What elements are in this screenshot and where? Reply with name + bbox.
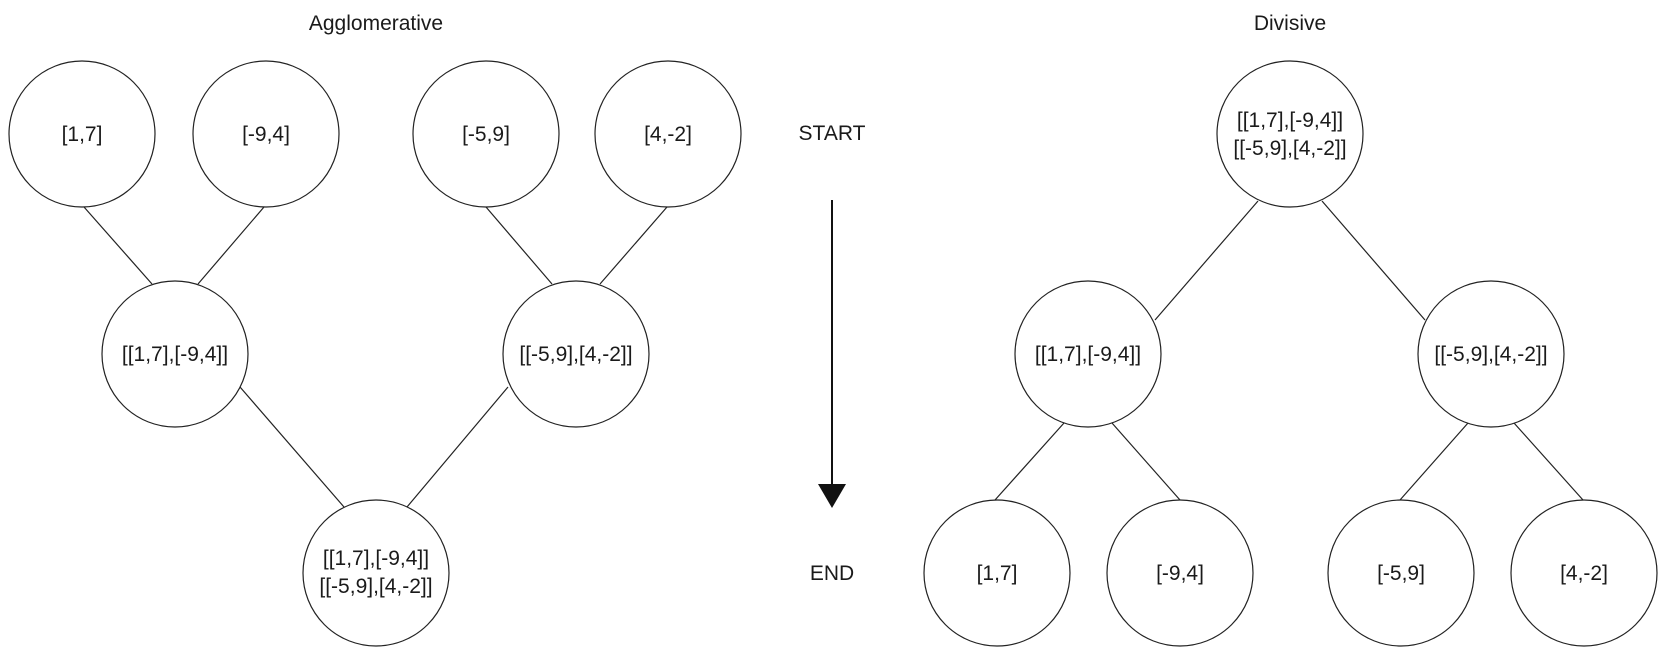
node-label-line-1: [[1,7],[-9,4]] [323,547,429,570]
down-arrow-icon [818,200,846,508]
divisive-split-node-right: [[-5,9],[4,-2]] [1417,280,1565,428]
node-label: [1,7] [977,562,1018,585]
agglomerative-leaf-node-1: [1,7] [8,60,156,208]
start-label: START [799,122,866,145]
agglomerative-edges [83,206,668,508]
divisive-leaf-node-3: [-5,9] [1327,499,1475,647]
node-label: [[-5,9],[4,-2]] [1434,343,1547,366]
divisive-edges [994,200,1584,501]
node-label: [[1,7],[-9,4]] [122,343,228,366]
edge-leaf1-merge-left [83,206,153,285]
agglomerative-leaf-node-3: [-5,9] [412,60,560,208]
agglomerative-title: Agglomerative [309,12,443,35]
node-label-line-1: [[1,7],[-9,4]] [1237,109,1343,132]
divisive-leaf-node-1: [1,7] [923,499,1071,647]
node-label: [-9,4] [242,123,290,146]
divisive-leaf-node-2: [-9,4] [1106,499,1254,647]
node-label: [-5,9] [1377,562,1425,585]
divisive-title: Divisive [1254,12,1326,35]
edge-merge-right-root [406,386,509,508]
edge-split-left-leaf2 [1111,422,1181,501]
node-label: [1,7] [62,123,103,146]
edge-leaf4-merge-right [599,206,668,285]
edge-merge-left-root [239,386,345,508]
agglomerative-merge-node-right: [[-5,9],[4,-2]] [502,280,650,428]
divisive-split-node-left: [[1,7],[-9,4]] [1014,280,1162,428]
edge-leaf2-merge-left [197,206,265,285]
edge-split-right-leaf4 [1513,422,1584,501]
node-label: [[-5,9],[4,-2]] [519,343,632,366]
edge-split-right-leaf3 [1399,422,1469,501]
edge-root-split-right [1321,200,1426,321]
node-label-line-2: [[-5,9],[4,-2]] [319,575,432,598]
node-label: [-9,4] [1156,562,1204,585]
agglomerative-merge-node-left: [[1,7],[-9,4]] [101,280,249,428]
node-label-line-2: [[-5,9],[4,-2]] [1233,137,1346,160]
divisive-root-node: [[1,7],[-9,4]] [[-5,9],[4,-2]] [1216,60,1364,208]
edge-split-left-leaf1 [994,422,1065,501]
agglomerative-leaf-node-2: [-9,4] [192,60,340,208]
node-label: [4,-2] [1560,562,1608,585]
node-label: [-5,9] [462,123,510,146]
node-label: [4,-2] [644,123,692,146]
edge-leaf3-merge-right [485,206,553,285]
edge-root-split-left [1154,200,1259,321]
divisive-leaf-node-4: [4,-2] [1510,499,1658,647]
agglomerative-leaf-node-4: [4,-2] [594,60,742,208]
end-label: END [810,562,854,585]
node-label: [[1,7],[-9,4]] [1035,343,1141,366]
agglomerative-root-node: [[1,7],[-9,4]] [[-5,9],[4,-2]] [302,499,450,647]
